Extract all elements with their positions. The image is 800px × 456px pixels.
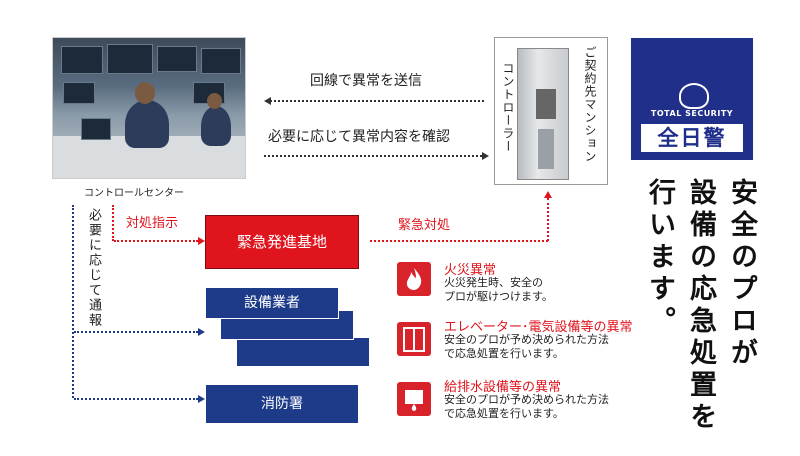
controller-device-image bbox=[517, 48, 569, 180]
instruct-line-v bbox=[112, 205, 114, 241]
incident-2-title: エレベーター･電気設備等の異常 bbox=[444, 320, 633, 335]
incident-3-desc-1: 安全のプロが予め決められた方法 bbox=[444, 393, 609, 406]
respond-line-h bbox=[370, 240, 548, 242]
incident-3-title: 給排水設備等の異常 bbox=[444, 380, 562, 395]
firedept-arrow-line bbox=[74, 398, 198, 400]
contractor-box: 設備業者 bbox=[205, 287, 339, 319]
send-arrow-line bbox=[270, 100, 484, 102]
mansion-label: ご契約先マンション bbox=[583, 46, 597, 163]
company-logo: TOTAL SECURITY 全日警 bbox=[631, 38, 753, 160]
tagline-col-1: 安全のプロが bbox=[726, 178, 757, 370]
send-arrow-head bbox=[264, 97, 271, 105]
logo-emblem-icon bbox=[679, 83, 709, 109]
tagline-col-2: 設備の応急処置を bbox=[685, 178, 716, 434]
tagline-col-3: 行います。 bbox=[644, 178, 675, 338]
incident-1-desc-1: 火災発生時、安全の bbox=[444, 276, 543, 289]
instruct-label: 対処指示 bbox=[126, 216, 179, 231]
contractor-arrow-line bbox=[74, 331, 198, 333]
instruct-line-h bbox=[114, 240, 198, 242]
confirm-arrow-label: 必要に応じて異常内容を確認 bbox=[268, 129, 450, 145]
elevator-icon bbox=[397, 322, 431, 356]
respond-line-v bbox=[547, 198, 549, 241]
water-icon bbox=[397, 382, 431, 416]
fire-dept-box: 消防署 bbox=[205, 384, 359, 424]
contractor-box-back-2 bbox=[236, 337, 370, 367]
instruct-arrow-head bbox=[198, 237, 205, 245]
fire-icon bbox=[397, 262, 431, 296]
incident-2-desc-1: 安全のプロが予め決められた方法 bbox=[444, 333, 609, 346]
notify-line bbox=[72, 205, 74, 398]
emergency-base-box: 緊急発進基地 bbox=[205, 215, 359, 269]
incident-3-desc-2: で応急処置を行います。 bbox=[444, 407, 564, 420]
contractor-arrow-head bbox=[198, 328, 205, 336]
logo-maintext: 全日警 bbox=[641, 124, 743, 152]
incident-2-desc-2: で応急処置を行います。 bbox=[444, 347, 564, 360]
controller-label: コントローラー bbox=[501, 62, 515, 153]
send-arrow-label: 回線で異常を送信 bbox=[310, 73, 422, 89]
confirm-arrow-line bbox=[264, 155, 482, 157]
respond-arrow-head bbox=[544, 191, 552, 198]
confirm-arrow-head bbox=[482, 152, 489, 160]
logo-subtext: TOTAL SECURITY bbox=[650, 109, 734, 118]
notify-label: 必要に応じて通報 bbox=[86, 208, 101, 328]
respond-label: 緊急対処 bbox=[398, 218, 451, 233]
firedept-arrow-head bbox=[198, 395, 205, 403]
incident-1-desc-2: プロが駆けつけます。 bbox=[444, 290, 553, 303]
control-center-photo bbox=[52, 37, 246, 179]
control-center-caption: コントロールセンター bbox=[84, 188, 184, 199]
incident-1-title: 火災異常 bbox=[444, 263, 497, 278]
